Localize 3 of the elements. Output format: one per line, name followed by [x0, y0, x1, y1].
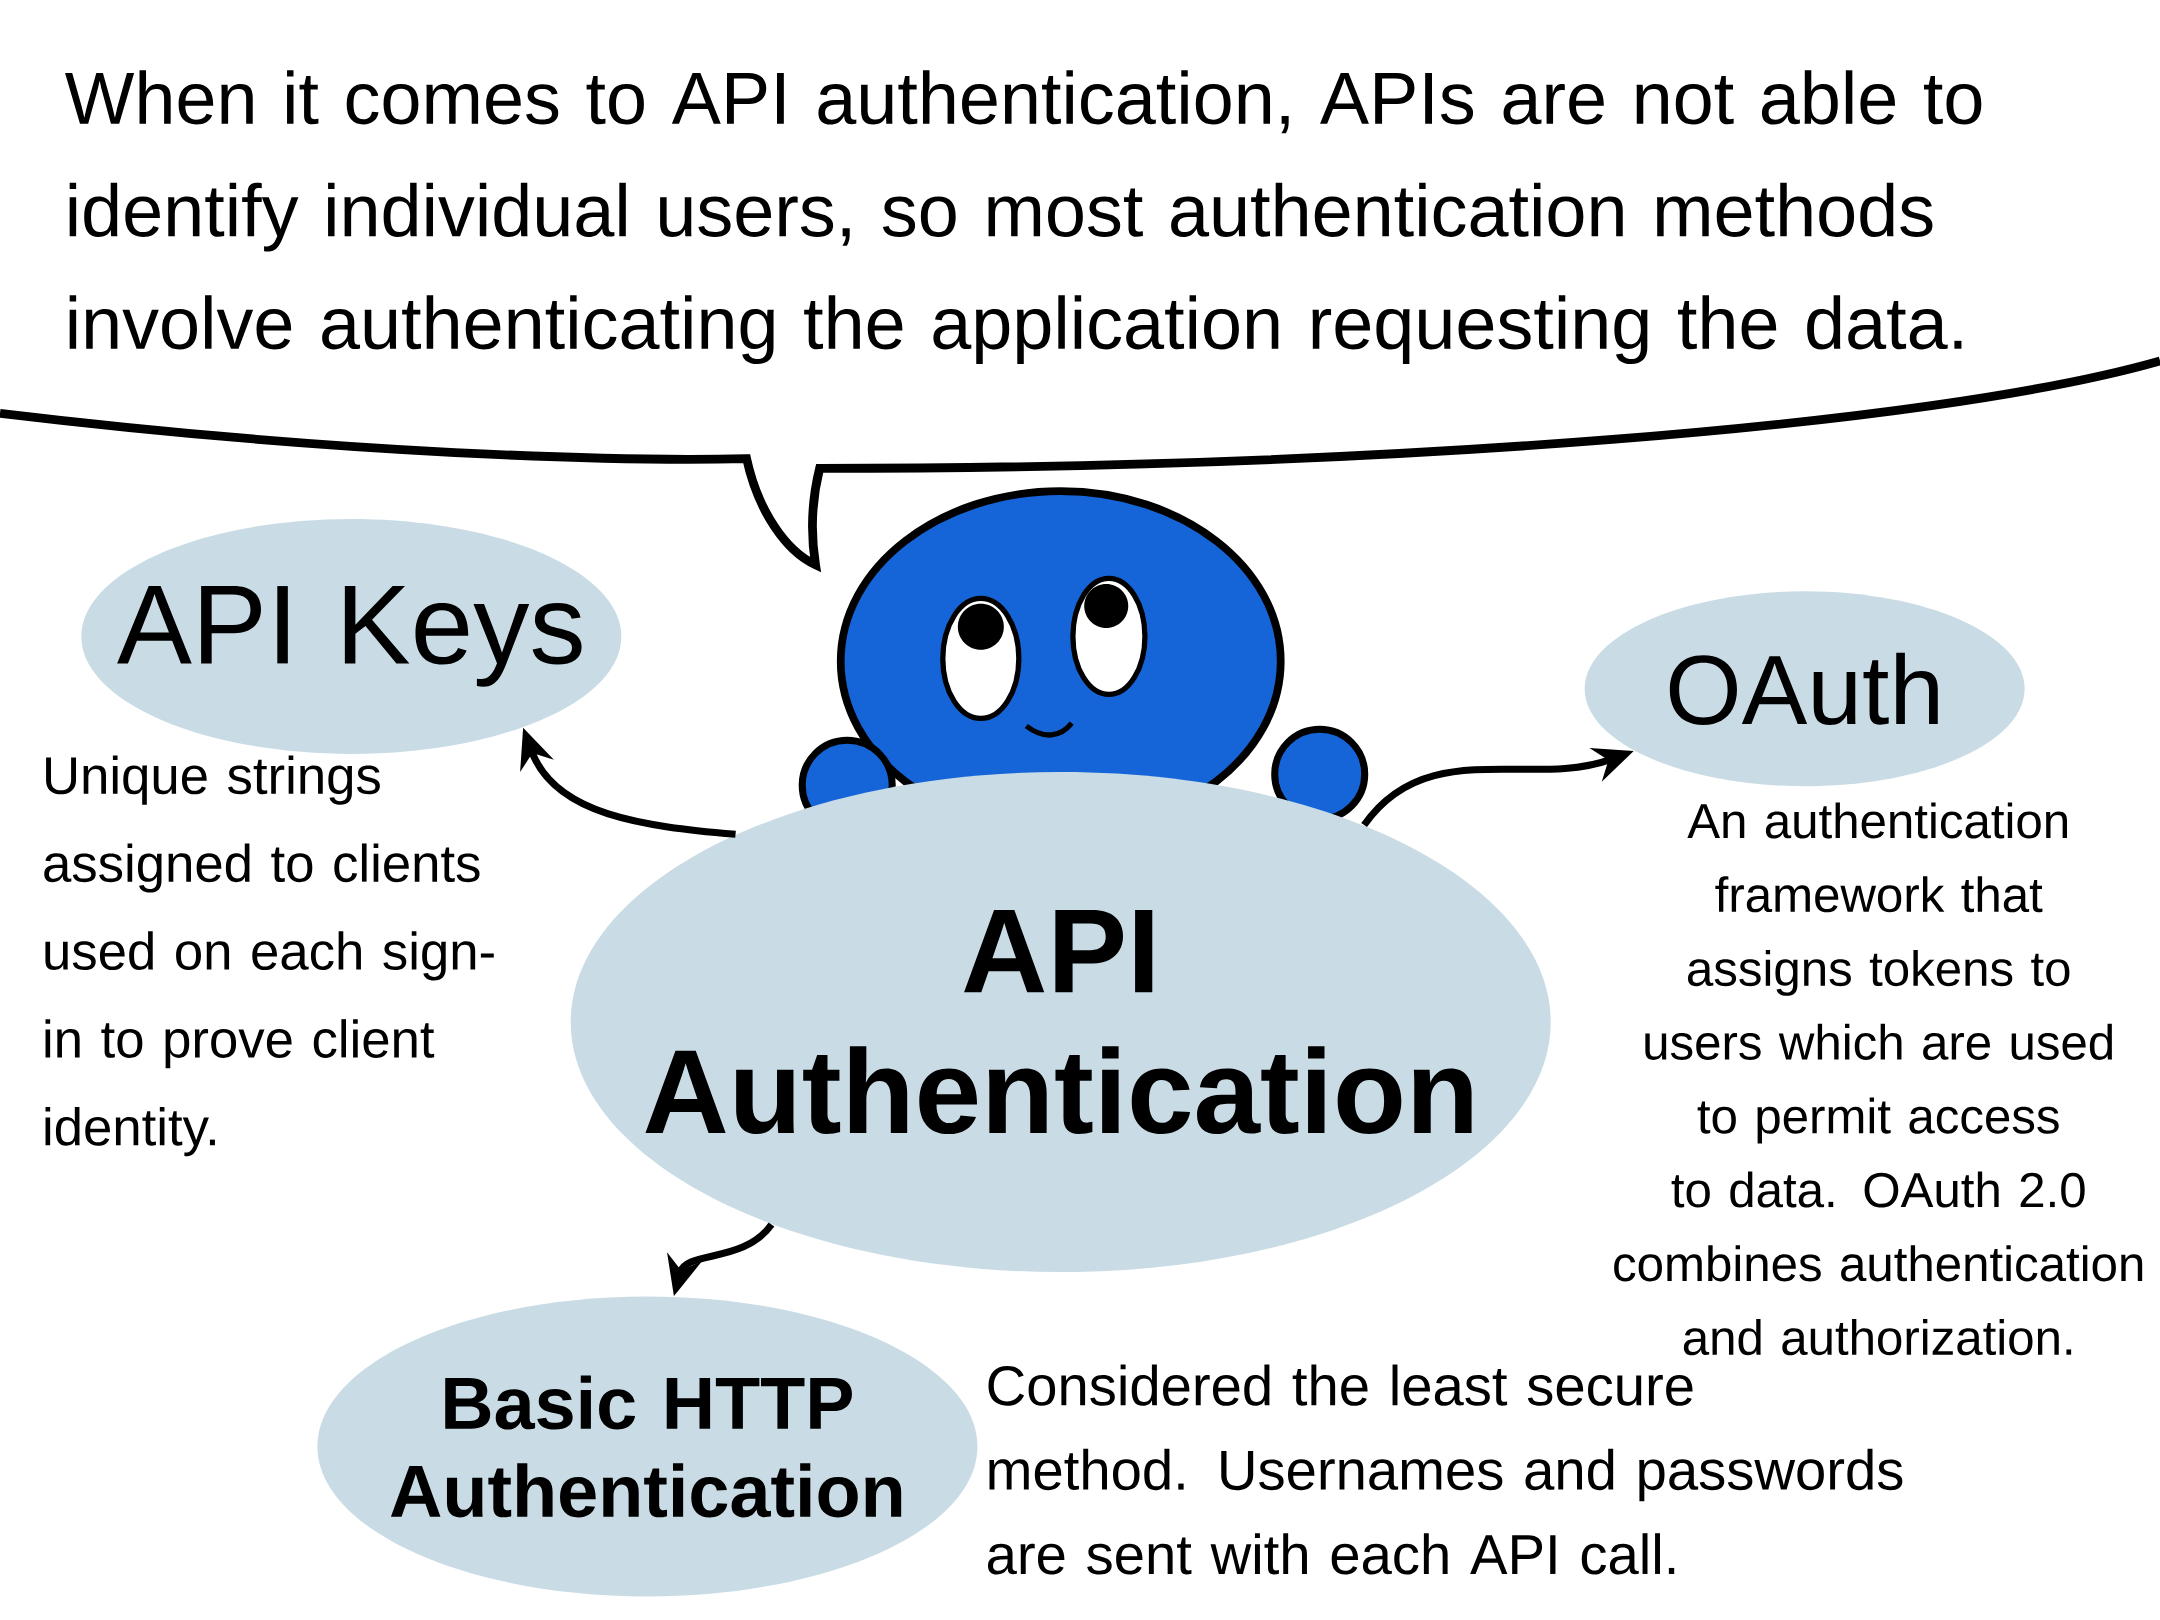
description-text: Considered the least secure method. Usernames and passwords are sent with each API call.	[988, 1364, 1903, 1575]
description-text: Unique strings assigned to clients used on each sign-in to prove client identity.	[44, 755, 494, 1157]
description-text: An authentication framework that assigns tokens to users which are used to permit access to data. OAuth 2.0 combines authentication and authorization.	[1614, 802, 2143, 1356]
